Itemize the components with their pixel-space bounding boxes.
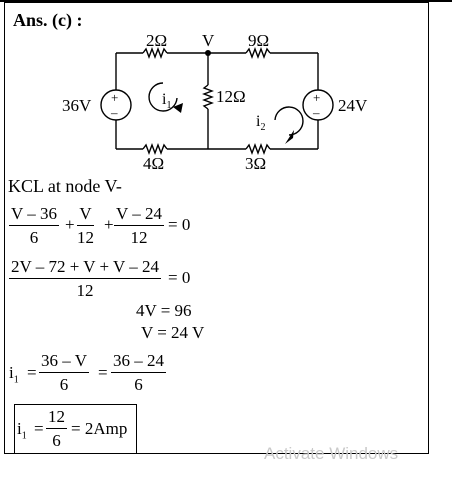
- circuit-diagram: + – + – 2Ω V 9Ω 36V i1 12Ω i2 24V 4Ω 3Ω: [62, 31, 368, 173]
- source-right-plus: +: [313, 90, 320, 105]
- source-36v-label: 36V: [62, 96, 92, 115]
- eq4-text: V = 24 V: [141, 323, 205, 342]
- activate-windows-watermark: Activate Windows: [264, 444, 399, 463]
- node-v-label: V: [202, 31, 215, 50]
- resistor-2-ohm-label: 2Ω: [146, 31, 167, 50]
- eq2-rhs: = 0: [168, 268, 191, 287]
- eq3-text: 4V = 96: [136, 301, 192, 320]
- eq1-plus-2: +: [104, 215, 114, 234]
- eq5-equals: =: [98, 363, 108, 382]
- resistor-9-ohm-label: 9Ω: [248, 31, 269, 50]
- loop-i1-label: i1: [162, 91, 171, 111]
- resistor-4-ohm-label: 4Ω: [143, 154, 164, 173]
- result-rhs: = 2Amp: [71, 419, 128, 438]
- source-right-minus: –: [312, 105, 320, 120]
- top-border: [0, 0, 452, 2]
- eq1-rhs: = 0: [168, 215, 191, 234]
- eq5-lhs: i1 =: [9, 363, 37, 386]
- kcl-heading: KCL at node V-: [8, 176, 122, 196]
- solution-panel: Ans. (c) :: [4, 2, 429, 454]
- source-24v-label: 24V: [338, 96, 368, 115]
- resistor-3-ohm-label: 3Ω: [245, 154, 266, 173]
- eq1-plus-1: +: [65, 215, 75, 234]
- source-left-minus: –: [110, 105, 118, 120]
- loop-i2-label: i2: [256, 113, 265, 133]
- resistor-12-ohm-label: 12Ω: [216, 87, 246, 106]
- source-left-plus: +: [111, 90, 118, 105]
- result-lhs: i1 =: [17, 419, 44, 442]
- answer-label: Ans. (c) :: [13, 10, 83, 30]
